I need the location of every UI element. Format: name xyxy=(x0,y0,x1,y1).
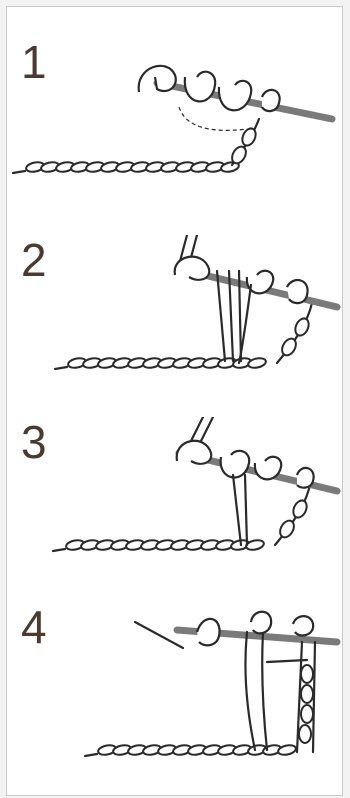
step-3: 3 xyxy=(7,417,344,612)
instruction-panel: 1 2 xyxy=(6,6,343,796)
yarn-tail xyxy=(13,171,25,173)
crochet-step-yarn-over-insert-icon xyxy=(7,37,344,232)
crochet-step-complete-stitch-icon xyxy=(7,602,344,797)
foundation-chain xyxy=(13,161,240,174)
crochet-step-yarn-over-again-icon xyxy=(7,417,344,612)
crochet-step-pull-through-icon xyxy=(7,235,344,430)
chain-link xyxy=(245,539,264,552)
foundation-chain xyxy=(55,357,267,370)
yarn-tail xyxy=(55,367,67,369)
step-1: 1 xyxy=(7,37,344,232)
step-2: 2 xyxy=(7,235,344,430)
foundation-chain xyxy=(85,744,297,757)
foundation-chain xyxy=(53,539,265,552)
yarn-tail xyxy=(85,754,97,756)
yarn-tail xyxy=(53,549,65,551)
step-4: 4 xyxy=(7,602,344,797)
chain-link xyxy=(277,744,296,757)
chain-link xyxy=(247,357,266,370)
